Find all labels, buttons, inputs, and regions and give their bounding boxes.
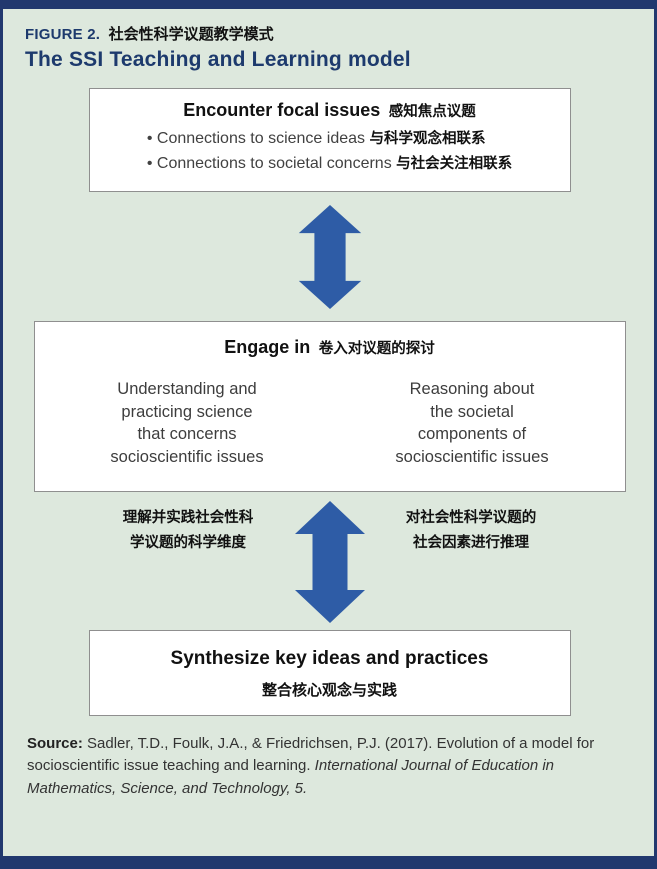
synthesize-title-en: Synthesize key ideas and practices (170, 647, 489, 669)
column-line: Understanding and (117, 379, 257, 398)
double-arrow-icon (298, 204, 361, 309)
source-journal: International Journal of Education in Ma… (27, 757, 554, 797)
source-label: Source: (27, 734, 83, 752)
engage-left-column: Understanding and practicing science tha… (72, 378, 302, 469)
list-item: • Connections to societal concerns 与社会关注… (147, 152, 512, 177)
arrow-row-bottom: 理解并实践社会性科 学议题的科学维度 对社会性科学议题的 社会因素进行推理 (25, 500, 634, 623)
figure-caption: FIGURE 2. 社会性科学议题教学模式 (25, 25, 634, 44)
engage-title: Engage in 卷入对议题的探讨 (45, 337, 615, 358)
bullet-text-zh: 与社会关注相联系 (396, 155, 513, 172)
synthesize-title-zh: 整合核心观念与实践 (261, 681, 397, 699)
source-text: Source: Sadler, T.D., Foulk, J.A., & Fri… (27, 733, 628, 801)
bullet-text-zh: 与科学观念相联系 (369, 131, 486, 148)
note-line: 学议题的科学维度 (130, 535, 246, 552)
figure-label: FIGURE 2. (25, 26, 101, 43)
encounter-title: Encounter focal issues 感知焦点议题 (98, 100, 562, 121)
encounter-title-en: Encounter focal issues (183, 100, 381, 121)
bullet-text-en: • Connections to societal concerns (146, 154, 392, 172)
note-line: 对社会性科学议题的 (405, 509, 537, 526)
engage-right-note-zh: 对社会性科学议题的 社会因素进行推理 (389, 506, 554, 557)
source-citation: Sadler, T.D., Foulk, J.A., & Friedrichse… (27, 734, 595, 775)
column-line: socioscientific issues (110, 448, 264, 467)
arrow-row-top (25, 204, 634, 309)
engage-right-column: Reasoning about the societal components … (357, 378, 587, 469)
engage-columns: Understanding and practicing science tha… (45, 378, 615, 469)
column-line: that concerns (137, 425, 237, 444)
encounter-title-zh: 感知焦点议题 (388, 104, 476, 121)
list-item: • Connections to science ideas 与科学观念相联系 (147, 127, 512, 152)
bullet-text-en: • Connections to science ideas (146, 130, 366, 148)
note-line: 社会因素进行推理 (413, 535, 529, 552)
engage-left-note-zh: 理解并实践社会性科 学议题的科学维度 (106, 506, 271, 557)
column-line: socioscientific issues (395, 448, 549, 467)
figure-label-zh: 社会性科学议题教学模式 (108, 26, 274, 43)
encounter-box: Encounter focal issues 感知焦点议题 • Connecti… (88, 88, 571, 192)
column-line: components of (417, 425, 527, 444)
column-line: the societal (430, 402, 514, 421)
engage-title-en: Engage in (224, 336, 311, 357)
engage-box: Engage in 卷入对议题的探讨 Understanding and pra… (33, 320, 626, 492)
column-line: practicing science (121, 402, 253, 421)
double-arrow-icon (294, 500, 365, 623)
note-line: 理解并实践社会性科 (122, 509, 254, 526)
column-line: Reasoning about (409, 379, 535, 398)
figure-title: The SSI Teaching and Learning model (25, 48, 411, 72)
engage-title-zh: 卷入对议题的探讨 (318, 340, 435, 357)
encounter-bullet-list: • Connections to science ideas 与科学观念相联系 … (147, 127, 512, 177)
synthesize-box: Synthesize key ideas and practices 整合核心观… (88, 629, 571, 716)
